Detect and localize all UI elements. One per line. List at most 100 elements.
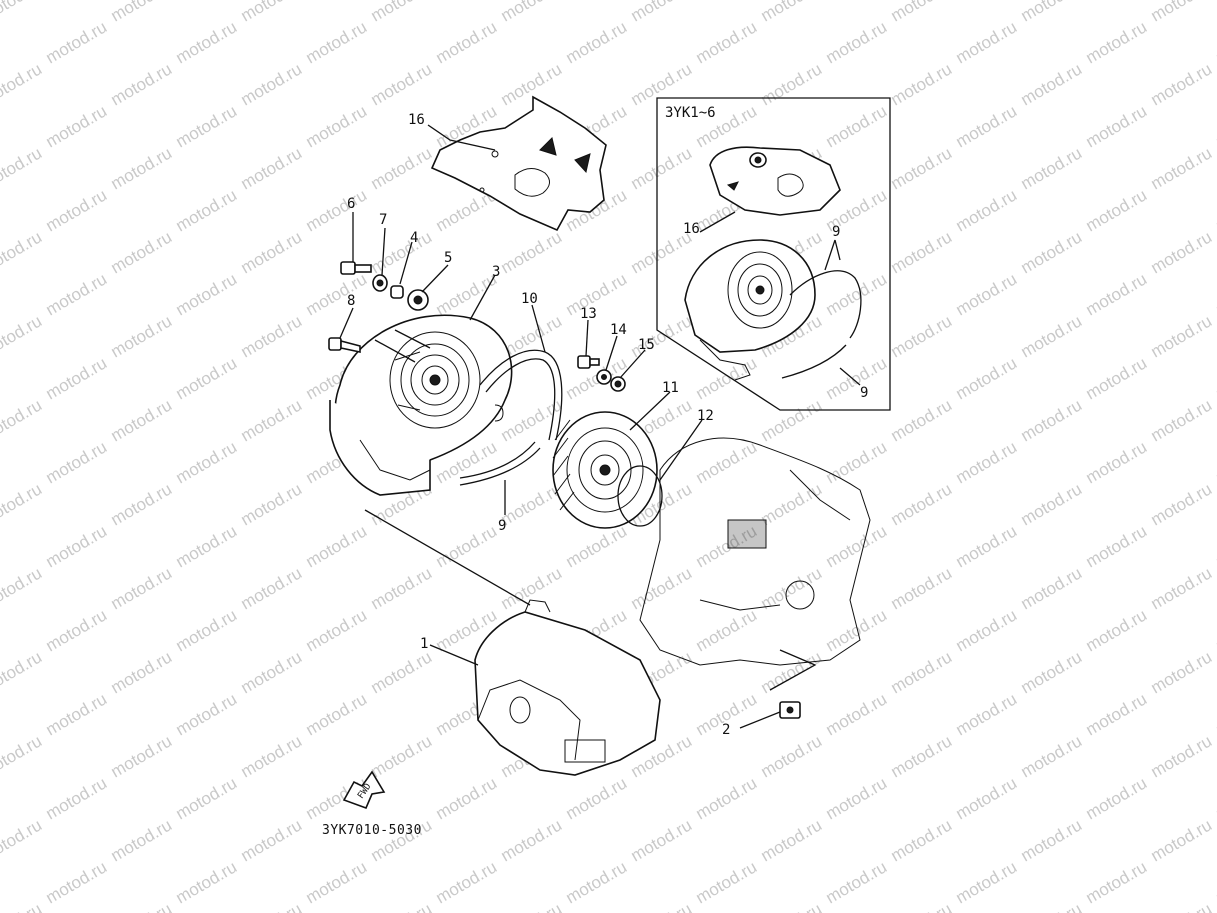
watermark-text: motod.ru — [758, 395, 826, 445]
part-7-washer — [372, 274, 388, 292]
watermark-text: motod.ru — [1083, 521, 1151, 571]
watermark-text: motod.ru — [823, 269, 891, 319]
watermark-text: motod.ru — [368, 899, 436, 913]
watermark-text: motod.ru — [0, 227, 45, 277]
part-11-fan — [552, 411, 658, 529]
watermark-text: motod.ru — [888, 815, 956, 865]
inset-3yk1-6 — [656, 97, 891, 411]
watermark-text: motod.ru — [303, 521, 371, 571]
watermark-text: motod.ru — [1148, 143, 1216, 193]
watermark-text: motod.ru — [238, 647, 306, 697]
watermark-text: motod.ru — [953, 605, 1021, 655]
watermark-text: motod.ru — [108, 899, 176, 913]
watermark-text: motod.ru — [303, 269, 371, 319]
inset-callout-9-bottom: 9 — [860, 385, 868, 401]
watermark-text: motod.ru — [108, 59, 176, 109]
watermark-text: motod.ru — [888, 899, 956, 913]
watermark-text: motod.ru — [823, 353, 891, 403]
watermark-text: motod.ru — [1148, 395, 1216, 445]
watermark-text: motod.ru — [173, 605, 241, 655]
callout-7: 7 — [379, 212, 387, 228]
watermark-text: motod.ru — [498, 227, 566, 277]
watermark-text: motod.ru — [238, 227, 306, 277]
watermark-text: motod.ru — [1213, 269, 1217, 319]
part-15-nut — [610, 376, 626, 392]
watermark-text: motod.ru — [0, 899, 45, 913]
watermark-text: motod.ru — [1213, 773, 1217, 823]
callout-6: 6 — [347, 196, 355, 212]
watermark-text: motod.ru — [1083, 269, 1151, 319]
watermark-text: motod.ru — [628, 143, 696, 193]
watermark-text: motod.ru — [888, 479, 956, 529]
part-16-plate — [430, 95, 607, 232]
part-5-grommet — [407, 289, 429, 311]
watermark-text: motod.ru — [108, 0, 176, 25]
watermark-text: motod.ru — [238, 395, 306, 445]
inset-callout-9-top: 9 — [832, 224, 840, 240]
watermark-text: motod.ru — [1018, 311, 1086, 361]
watermark-text: motod.ru — [1018, 479, 1086, 529]
watermark-text: motod.ru — [823, 857, 891, 907]
watermark-text: motod.ru — [628, 815, 696, 865]
callout-16: 16 — [408, 112, 425, 128]
watermark-text: motod.ru — [238, 731, 306, 781]
part-12-o-ring — [617, 465, 663, 527]
watermark-text: motod.ru — [1018, 731, 1086, 781]
watermark-text: motod.ru — [433, 857, 501, 907]
watermark-text: motod.ru — [498, 0, 566, 25]
watermark-text: motod.ru — [108, 143, 176, 193]
watermark-text: motod.ru — [498, 815, 566, 865]
watermark-text: motod.ru — [1148, 647, 1216, 697]
watermark-text: motod.ru — [758, 815, 826, 865]
callout-11: 11 — [662, 380, 679, 396]
watermark-text: motod.ru — [433, 269, 501, 319]
watermark-text: motod.ru — [1213, 353, 1217, 403]
watermark-text: motod.ru — [1213, 605, 1217, 655]
watermark-text: motod.ru — [303, 857, 371, 907]
watermark-text: motod.ru — [758, 0, 826, 25]
watermark-text: motod.ru — [173, 437, 241, 487]
watermark-text: motod.ru — [1018, 563, 1086, 613]
watermark-text: motod.ru — [628, 0, 696, 25]
watermark-text: motod.ru — [1148, 311, 1216, 361]
watermark-text: motod.ru — [368, 0, 436, 25]
watermark-text: motod.ru — [433, 17, 501, 67]
watermark-text: motod.ru — [693, 437, 761, 487]
watermark-text: motod.ru — [1148, 563, 1216, 613]
watermark-text: motod.ru — [888, 311, 956, 361]
watermark-text: motod.ru — [108, 563, 176, 613]
watermark-text: motod.ru — [563, 857, 631, 907]
watermark-text: motod.ru — [693, 605, 761, 655]
watermark-text: motod.ru — [108, 479, 176, 529]
watermark-text: motod.ru — [628, 59, 696, 109]
diagram-code: 3YK7010-5030 — [322, 823, 422, 838]
callout-9: 9 — [498, 518, 506, 534]
watermark-text: motod.ru — [108, 647, 176, 697]
watermark-text: motod.ru — [43, 353, 111, 403]
part-8-bolt — [328, 337, 361, 353]
watermark-text: motod.ru — [953, 101, 1021, 151]
watermark-text: motod.ru — [43, 857, 111, 907]
watermark-text: motod.ru — [693, 857, 761, 907]
watermark-text: motod.ru — [173, 353, 241, 403]
watermark-text: motod.ru — [1083, 773, 1151, 823]
watermark-text: motod.ru — [238, 815, 306, 865]
watermark-text: motod.ru — [1018, 143, 1086, 193]
watermark-text: motod.ru — [563, 773, 631, 823]
watermark-text: motod.ru — [888, 143, 956, 193]
watermark-text: motod.ru — [303, 185, 371, 235]
watermark-text: motod.ru — [758, 899, 826, 913]
watermark-text: motod.ru — [1148, 899, 1216, 913]
watermark-text: motod.ru — [563, 521, 631, 571]
watermark-text: motod.ru — [1083, 101, 1151, 151]
watermark-text: motod.ru — [0, 563, 45, 613]
watermark-text: motod.ru — [1018, 0, 1086, 25]
watermark-text: motod.ru — [433, 521, 501, 571]
watermark-text: motod.ru — [173, 521, 241, 571]
watermark-text: motod.ru — [238, 0, 306, 25]
fwd-arrow-icon — [342, 770, 386, 810]
watermark-text: motod.ru — [43, 689, 111, 739]
watermark-text: motod.ru — [173, 185, 241, 235]
watermark-text: motod.ru — [1083, 857, 1151, 907]
callout-5: 5 — [444, 250, 452, 266]
